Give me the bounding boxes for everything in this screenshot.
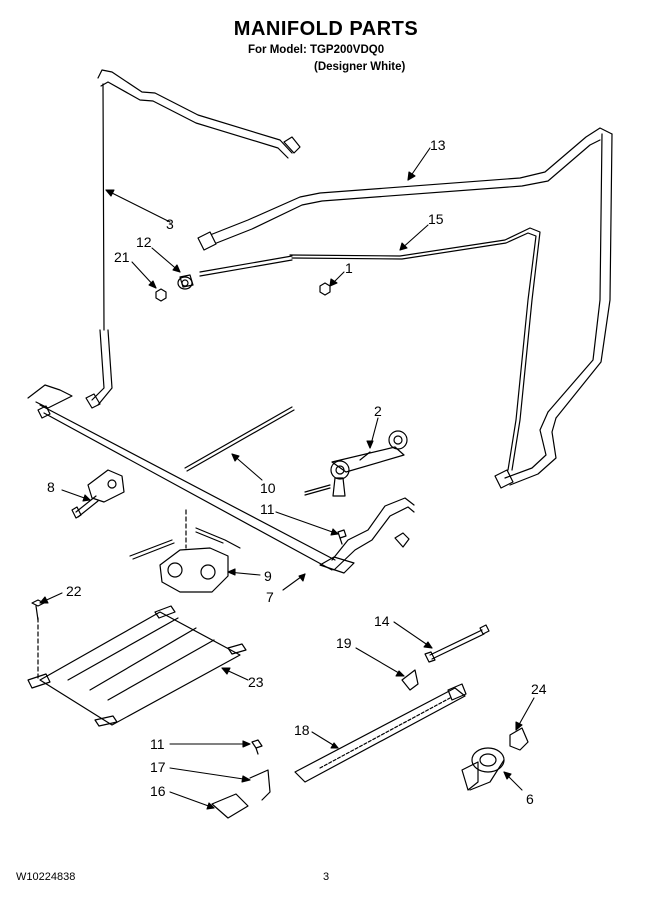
callout-3: 3 [166, 216, 174, 232]
callout-15: 15 [428, 211, 444, 227]
callout-8: 8 [47, 479, 55, 495]
callout-14: 14 [374, 613, 390, 629]
part-16-clip [211, 793, 249, 819]
callout-12: 12 [136, 234, 152, 250]
model-line: For Model: TGP200VDQ0 [248, 44, 385, 56]
callout-2: 2 [374, 403, 382, 419]
part-14-thermocouple [424, 624, 490, 663]
part-11-screw-upper [337, 529, 347, 545]
part-7-manifold [27, 384, 415, 574]
part-3-tube [85, 69, 301, 409]
part-9-regulator [129, 509, 241, 593]
callout-18: 18 [294, 722, 310, 738]
callout-22: 22 [66, 583, 82, 599]
document-number: W10224838 [16, 871, 76, 883]
part-23-shield [27, 605, 247, 727]
part-12-fitting [177, 274, 194, 290]
callout-9: 9 [264, 568, 272, 584]
leader-lines [39, 147, 535, 810]
part-8-valve [71, 469, 125, 519]
callout-6: 6 [526, 791, 534, 807]
callout-7: 7 [266, 589, 274, 605]
callout-1: 1 [345, 260, 353, 276]
callout-10: 10 [260, 480, 276, 496]
part-18-burner [294, 683, 467, 783]
part-24-bracket [509, 727, 529, 751]
part-1-nut [319, 282, 331, 296]
callout-17: 17 [150, 759, 166, 775]
part-15-tube [199, 227, 541, 471]
callout-13: 13 [430, 137, 446, 153]
part-6-valve [461, 747, 505, 791]
callout-19: 19 [336, 635, 352, 651]
callout-11-lower: 11 [150, 736, 165, 752]
page-number: 3 [323, 871, 330, 883]
callout-16: 16 [150, 783, 166, 799]
callout-24: 24 [531, 681, 547, 697]
part-10-tube [184, 406, 295, 472]
part-2-burner-valves [304, 430, 408, 497]
part-17-clip [249, 769, 271, 801]
callout-labels: 13 15 3 12 21 1 2 10 8 11 9 7 22 23 14 1… [47, 137, 547, 807]
part-11-screw-lower [251, 739, 263, 755]
callout-23: 23 [248, 674, 264, 690]
part-13-tube [197, 127, 613, 489]
part-19-bracket [401, 669, 419, 691]
variant-line: (Designer White) [314, 61, 406, 73]
part-21-nut [155, 288, 167, 302]
callout-21: 21 [114, 249, 130, 265]
callout-11-upper: 11 [260, 501, 275, 517]
page-title: MANIFOLD PARTS [233, 18, 419, 40]
